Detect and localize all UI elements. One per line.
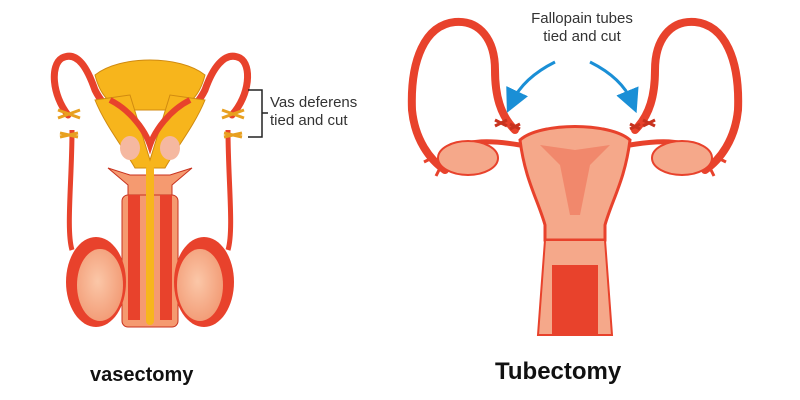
fallopian-tube-left [407, 17, 519, 174]
ovary-left [437, 140, 499, 176]
male-reproductive-system [50, 52, 268, 328]
tube-ties [494, 118, 656, 131]
vas-deferens-label-line2: tied and cut [270, 112, 348, 129]
label-bracket [248, 89, 268, 138]
female-reproductive-system [407, 17, 743, 336]
arrow-left [506, 60, 556, 113]
fallopian-label-line2: tied and cut [543, 28, 621, 45]
prostate [94, 94, 206, 169]
vasectomy-caption: vasectomy [90, 364, 194, 386]
tie-knots [57, 108, 245, 139]
fallopian-tube-right [631, 17, 743, 174]
tubectomy-caption: Tubectomy [495, 358, 622, 385]
arrow-right [589, 60, 639, 114]
ovary-right [651, 140, 713, 176]
fallopian-label-line1: Fallopain tubes [531, 10, 633, 27]
vas-deferens-label-line1: Vas deferens [270, 94, 358, 111]
